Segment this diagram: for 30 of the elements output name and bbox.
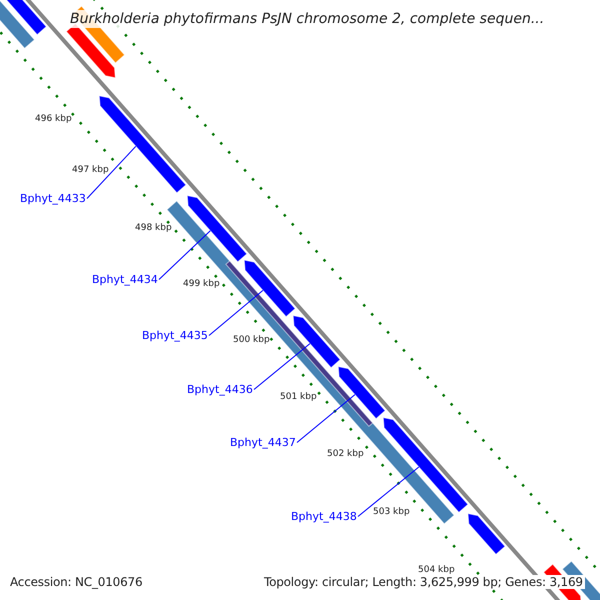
gene-feature-bar: [244, 259, 296, 318]
leader-line: [158, 230, 211, 280]
scale-tick-label: 501 kbp: [280, 393, 317, 402]
gene-feature-bar: [0, 0, 36, 49]
map-title: Burkholderia phytofirmans PsJN chromosome 2, complete sequen...: [70, 10, 544, 28]
gene-label: Bphyt_4433: [20, 193, 86, 204]
leader-line: [254, 343, 310, 390]
scale-tick-label: 498 kbp: [135, 224, 172, 233]
gene-label: Bphyt_4434: [92, 274, 158, 285]
gene-label: Bphyt_4437: [230, 437, 296, 448]
map-info-text: Accession: NC_010676: [8, 575, 144, 589]
scale-tick-label: 504 kbp: [418, 566, 455, 575]
leader-line: [296, 394, 356, 443]
gene-feature-bar: [338, 366, 386, 420]
gene-label: Bphyt_4436: [187, 384, 253, 395]
gene-feature-bar: [467, 512, 506, 555]
leader-line: [86, 146, 136, 199]
gene-label: Bphyt_4438: [291, 511, 357, 522]
leader-line: [208, 290, 264, 336]
scale-tick-label: 499 kbp: [183, 280, 220, 289]
scale-tick-label: 497 kbp: [72, 166, 109, 175]
map-info-text: Topology: circular; Length: 3,625,999 bp; Genes: 3,169: [262, 575, 585, 589]
gene-feature-bar: [186, 194, 248, 262]
scale-tick-label: 503 kbp: [373, 508, 410, 517]
scale-tick-label: 496 kbp: [35, 115, 72, 124]
leader-line: [358, 466, 420, 517]
gene-feature-bar: [292, 314, 341, 368]
scale-tick-label: 502 kbp: [327, 450, 364, 459]
gene-label: Bphyt_4435: [142, 330, 208, 341]
scale-tick-label: 500 kbp: [233, 336, 270, 345]
